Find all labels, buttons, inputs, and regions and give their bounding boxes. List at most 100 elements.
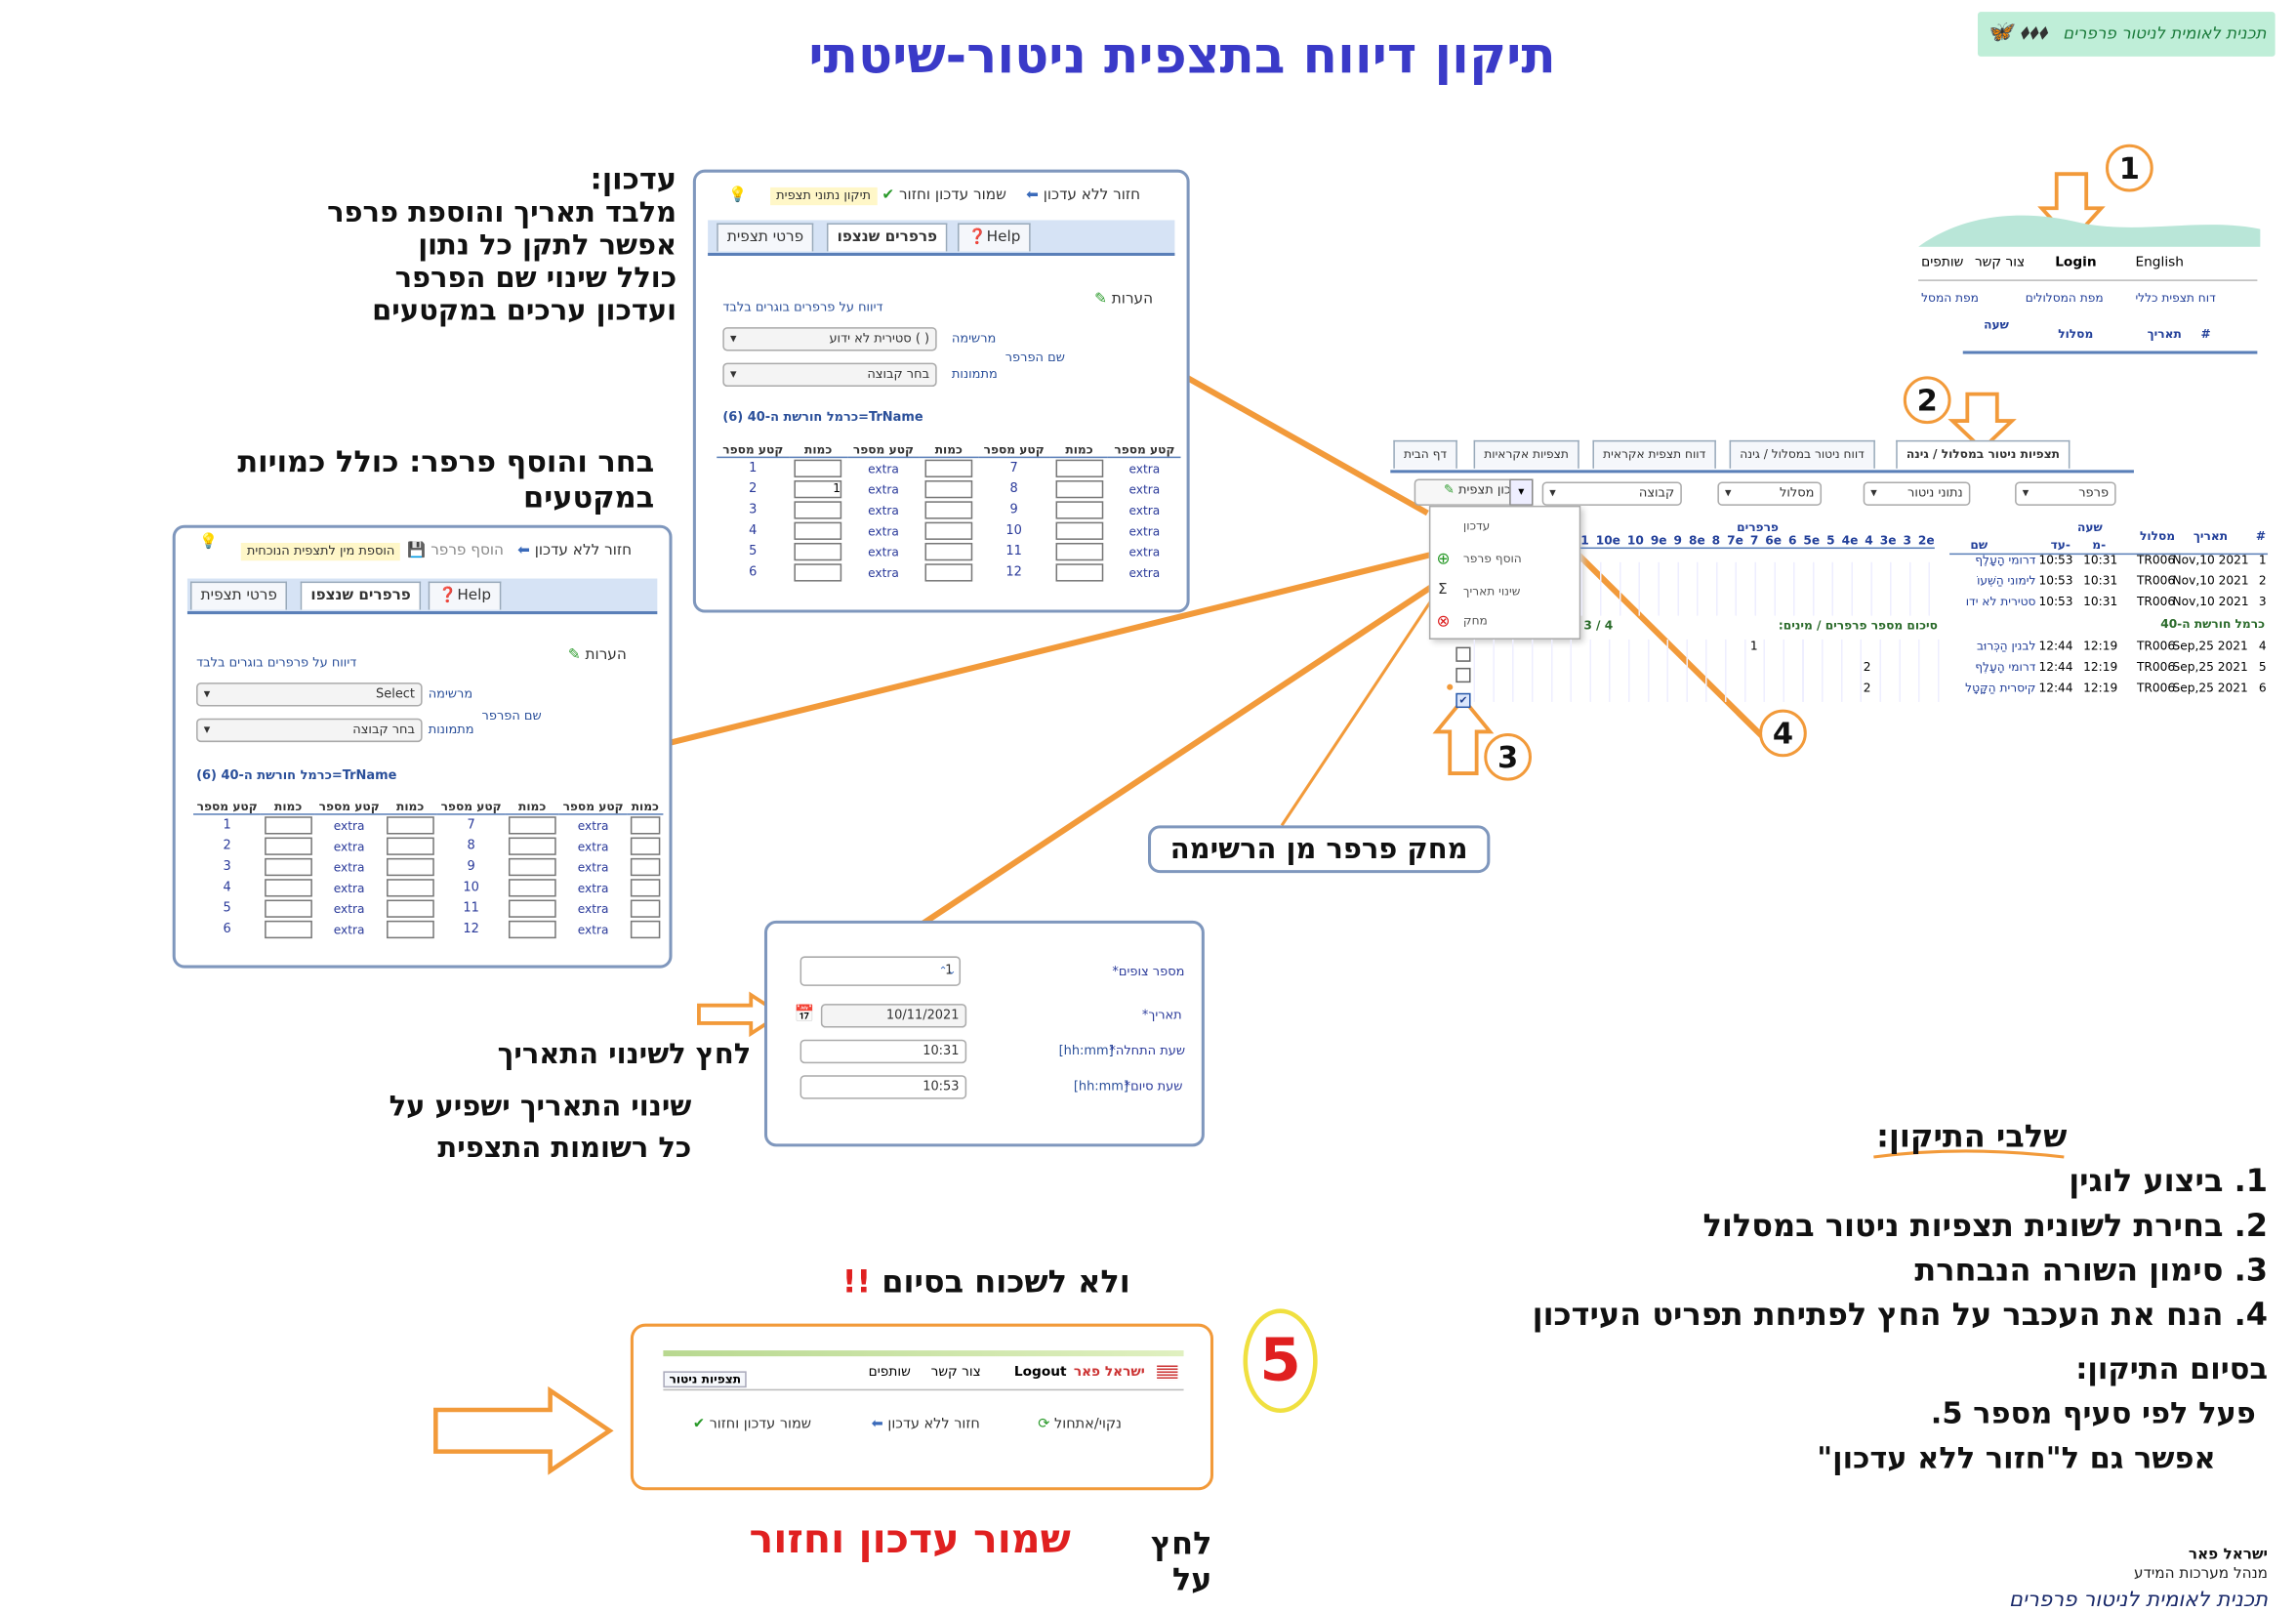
menu-item-add-butterfly[interactable]: הוסף פרפר [1462,552,1522,565]
qty-input[interactable] [924,521,973,540]
qty-input[interactable] [630,816,661,835]
qty-input[interactable] [1055,459,1103,477]
menu-login[interactable]: Login [2055,255,2097,271]
table-row[interactable]: 6 Sep,25 2021 TR006 12:19 12:44 קיסרית ה… [1965,681,2267,695]
qty-input[interactable] [630,920,661,939]
group-select[interactable]: בחר קבוצה▾ [196,718,423,743]
qty-input[interactable] [630,837,661,855]
filter-route[interactable]: מסלול▾ [1717,481,1823,506]
menu-english[interactable]: English [2135,255,2184,271]
tab-help[interactable]: ❓Help [428,581,502,610]
end-time-input[interactable]: 10:53 [800,1075,967,1099]
qty-input[interactable]: 1 [794,479,842,499]
tab-observation-details[interactable]: פרטי תצפית [717,223,814,252]
tab-help[interactable]: ❓Help [958,223,1032,252]
observers-stepper[interactable]: 1⌃⌄ [800,956,962,986]
qty-input[interactable] [386,920,434,939]
menu-item-change-date[interactable]: שינוי תאריך [1462,584,1521,599]
qty-input[interactable] [1055,563,1103,582]
bar-logout[interactable]: Logout [1013,1365,1067,1381]
tab-observed-butterflies[interactable]: פרפרים שנצפו [300,581,422,610]
qty-input[interactable] [264,899,312,918]
save-return-button[interactable]: ✔ שמור עדכון וחזור [692,1416,812,1432]
qty-input[interactable] [794,521,842,540]
tab-observed-butterflies[interactable]: פרפרים שנצפו [826,223,948,252]
qty-input[interactable] [508,816,556,835]
sub-general-report[interactable]: דוח תצפית כללי [2135,291,2216,306]
qty-input[interactable] [630,879,661,897]
qty-input[interactable] [508,879,556,897]
qty-input[interactable] [794,542,842,561]
qty-input[interactable] [924,459,973,477]
list-select[interactable]: ( ) סטירית לא ידוע▾ [722,327,937,351]
qty-input[interactable] [264,857,312,877]
edit-note-line: מלבד תאריך והוספת פרפר [327,196,677,229]
qty-input[interactable] [508,920,556,939]
date-field[interactable]: 10/11/2021 [820,1004,967,1028]
table-row[interactable]: 4 Sep,25 2021 TR006 12:19 12:44 לבנין הַ… [1976,639,2267,653]
row-checkbox[interactable] [1456,660,1471,688]
menu-contact[interactable]: צור קשר [1974,255,2026,271]
qty-input[interactable] [386,857,434,877]
table-row[interactable]: 3 Nov,10 2021 TR006 10:31 10:53 סטירית ל… [1965,595,2267,608]
start-time-input[interactable]: 10:31 [800,1039,967,1064]
group-select[interactable]: בחר קבוצה▾ [722,362,937,388]
qty-input[interactable] [1055,542,1103,561]
qty-input[interactable] [1055,479,1103,499]
qty-input[interactable] [794,501,842,519]
qty-input[interactable] [264,837,312,855]
tab-report-random[interactable]: דווח תצפית אקראית [1592,439,1716,469]
qty-input[interactable] [924,563,973,582]
filter-monitoring[interactable]: נתוני ניטור▾ [1863,481,1971,506]
menu-partners[interactable]: שותפים [1921,255,1964,271]
qty-input[interactable] [386,879,434,897]
qty-input[interactable] [264,879,312,897]
qty-input[interactable] [630,899,661,918]
bar-tab-monitoring[interactable]: תצפיות ניטור [663,1371,748,1388]
filter-butterfly[interactable]: פרפר▾ [2015,481,2116,506]
qty-input[interactable] [1055,521,1103,540]
menu-item-edit[interactable]: עדכון [1462,518,1491,533]
table-row[interactable]: 1 Nov,10 2021 TR006 10:31 10:53 דרומי הָ… [1975,553,2267,567]
add-butterfly-button[interactable]: 💾 הוסף פרפר [407,542,505,559]
table-row[interactable]: 2 Nov,10 2021 TR006 10:31 10:53 לימוני ה… [1977,573,2267,588]
qty-input[interactable] [924,479,973,499]
qty-input[interactable] [508,857,556,877]
tab-monitoring-observations[interactable]: תצפיות ניטור במסלול / גינה [1896,439,2070,469]
sub-routes-map[interactable]: מפת המסלולים [2025,291,2104,306]
back-button[interactable]: ⬅ חזור ללא עדכון [871,1416,980,1432]
row-checkbox-checked[interactable]: ✔ [1456,682,1471,710]
qty-input[interactable] [386,899,434,918]
qty-input[interactable] [924,542,973,561]
menu-item-delete[interactable]: מחק [1462,614,1488,628]
clear-button[interactable]: ⟳ נקוי/אתחול [1038,1416,1122,1432]
tab-report-monitoring[interactable]: דווח ניטור במסלול / גינה [1729,439,1875,469]
row-checkbox[interactable] [1456,640,1471,668]
bar-partners[interactable]: שותפים [868,1365,911,1381]
qty-input[interactable] [794,459,842,477]
tab-random-observations[interactable]: תצפיות אקראיות [1473,439,1579,469]
tab-home[interactable]: דף הבית [1393,439,1457,469]
dropdown-arrow-icon[interactable]: ▾ [1509,478,1534,506]
back-button[interactable]: ⬅ חזור ללא עדכון [1026,186,1141,204]
qty-input[interactable] [386,816,434,835]
qty-input[interactable] [508,899,556,918]
list-select[interactable]: ▾Select [196,682,423,707]
tab-observation-details[interactable]: פרטי תצפית [189,581,288,610]
bar-contact[interactable]: צור קשר [930,1365,981,1381]
qty-input[interactable] [508,837,556,855]
qty-input[interactable] [1055,501,1103,519]
filter-group[interactable]: קבוצה▾ [1541,481,1682,506]
qty-input[interactable] [386,837,434,855]
qty-input[interactable] [264,816,312,835]
calendar-icon[interactable]: 📅 [794,1004,815,1023]
qty-input[interactable] [264,920,312,939]
qty-input[interactable] [794,563,842,582]
qty-input[interactable] [924,501,973,519]
row-marker [1447,683,1454,690]
save-return-button[interactable]: ✔ שמור עדכון וחזור [882,186,1006,204]
table-row[interactable]: 5 Sep,25 2021 TR006 12:19 12:44 דרומי הָ… [1975,660,2267,675]
sub-map-partial[interactable]: מפת המסל [1921,291,1979,306]
qty-input[interactable] [630,857,661,877]
back-button[interactable]: ⬅ חזור ללא עדכון [517,542,633,559]
